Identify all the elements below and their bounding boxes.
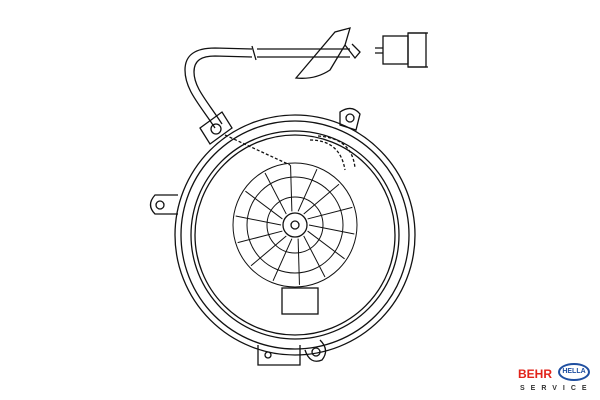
fan-blade: [245, 190, 283, 220]
fan-blade: [290, 165, 293, 212]
fan-blade: [264, 172, 287, 215]
fan-blade: [237, 230, 283, 244]
fan-blade: [297, 238, 300, 285]
fan-blade: [308, 224, 355, 235]
fan-blade: [250, 235, 287, 267]
mounting-bracket-top-left: [199, 111, 233, 145]
mounting-tab-left: [149, 194, 178, 215]
fan-blade: [297, 168, 318, 212]
fan-blade: [303, 183, 340, 215]
hella-logo-oval: HELLA: [558, 363, 590, 381]
fan-blade: [307, 230, 345, 260]
label-plate: [281, 287, 319, 315]
fan-wheel: [232, 162, 358, 288]
connector-plug: [375, 32, 428, 68]
behr-logo-text: BEHR: [518, 367, 553, 381]
behr-hella-service-logo: BEHR HELLA SERVICE: [518, 361, 598, 397]
service-tagline: SERVICE: [520, 385, 593, 392]
cable-clip: [294, 27, 361, 79]
motor-hub: [282, 212, 308, 238]
mounting-tab-top-right: [339, 107, 361, 131]
housing: [174, 114, 416, 356]
fan-blade: [235, 215, 282, 226]
fan-blade: [303, 235, 326, 278]
cable: [184, 45, 350, 129]
fan-blade: [272, 238, 293, 282]
wire-harness: [224, 134, 356, 171]
fan-blade: [307, 206, 353, 220]
